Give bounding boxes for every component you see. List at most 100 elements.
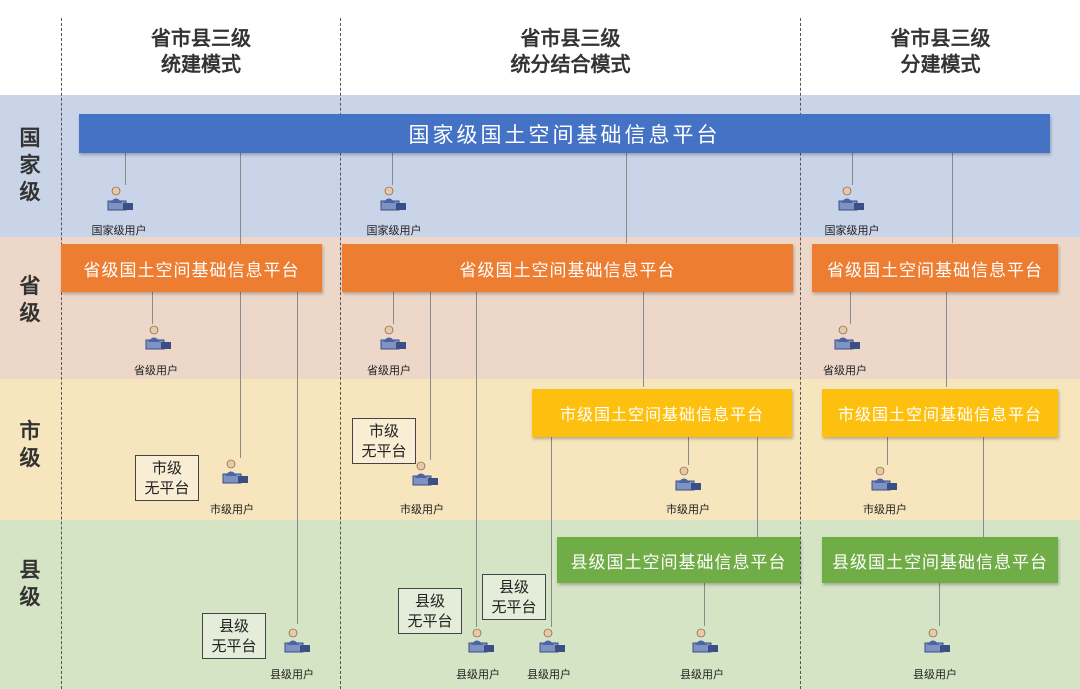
user-label: 国家级用户 — [824, 225, 880, 237]
user-label: 市级用户 — [666, 504, 710, 516]
no-platform-line: 县级 — [498, 580, 529, 596]
user-icon — [410, 460, 440, 488]
user-icon — [673, 465, 703, 493]
user-icon — [869, 465, 899, 493]
user-label: 县级用户 — [680, 669, 724, 681]
user-icon — [836, 185, 866, 213]
no-platform-box-county: 县级 无平台 — [482, 574, 546, 620]
user-label: 省级用户 — [823, 365, 867, 377]
province-platform-bar: 省级国土空间基础信息平台 — [812, 244, 1058, 292]
column-header-line: 统分结合模式 — [510, 54, 631, 76]
user-icon — [832, 324, 862, 352]
no-platform-box-city: 市级 无平台 — [135, 455, 199, 501]
level-label-char: 县 — [19, 559, 41, 582]
user-label: 县级用户 — [527, 669, 571, 681]
level-label-char: 国 — [19, 127, 41, 150]
level-label-national: 国 家 级 — [0, 125, 60, 206]
user-icon — [220, 458, 250, 486]
national-platform-bar: 国家级国土空间基础信息平台 — [79, 114, 1050, 153]
no-platform-line: 县级 — [218, 619, 249, 635]
user-icon — [466, 627, 496, 655]
connector-line — [643, 292, 644, 387]
column-divider — [340, 18, 341, 689]
no-platform-box-county: 县级 无平台 — [398, 588, 462, 634]
platform-label: 市级国土空间基础信息平台 — [837, 407, 1042, 424]
level-label-county: 县 级 — [0, 557, 60, 611]
platform-label: 国家级国土空间基础信息平台 — [408, 123, 721, 147]
user-label: 县级用户 — [456, 669, 500, 681]
user-label: 县级用户 — [913, 669, 957, 681]
no-platform-box-county: 县级 无平台 — [202, 613, 266, 659]
user-label: 国家级用户 — [366, 225, 422, 237]
no-platform-line: 无平台 — [144, 481, 190, 497]
province-platform-bar: 省级国土空间基础信息平台 — [342, 244, 793, 292]
level-label-city: 市 级 — [0, 418, 60, 472]
city-platform-bar: 市级国土空间基础信息平台 — [822, 389, 1058, 437]
level-label-char: 级 — [19, 447, 41, 470]
connector-line — [952, 153, 953, 243]
column-header-line: 省市县三级 — [890, 28, 991, 50]
user-label: 国家级用户 — [91, 225, 147, 237]
connector-line — [152, 292, 153, 324]
connector-line — [392, 153, 393, 185]
connector-line — [939, 583, 940, 626]
platform-label: 县级国土空间基础信息平台 — [832, 552, 1048, 572]
no-platform-line: 县级 — [414, 594, 445, 610]
connector-line — [983, 437, 984, 537]
connector-line — [393, 292, 394, 324]
city-platform-bar: 市级国土空间基础信息平台 — [532, 389, 792, 437]
level-label-char: 市 — [19, 420, 41, 443]
column-header-line: 省市县三级 — [520, 28, 621, 50]
user-label: 省级用户 — [134, 365, 178, 377]
platform-label: 市级国土空间基础信息平台 — [559, 407, 764, 424]
connector-line — [946, 292, 947, 387]
level-label-char: 级 — [19, 181, 41, 204]
level-label-char: 级 — [19, 586, 41, 609]
user-label: 省级用户 — [367, 365, 411, 377]
platform-label: 省级国土空间基础信息平台 — [83, 260, 300, 280]
no-platform-line: 无平台 — [361, 444, 407, 460]
no-platform-line: 市级 — [368, 424, 399, 440]
level-label-province: 省 级 — [0, 273, 60, 327]
column-header-line: 省市县三级 — [151, 28, 251, 50]
platform-label: 省级国土空间基础信息平台 — [827, 260, 1043, 280]
connector-line — [852, 153, 853, 185]
level-label-char: 级 — [19, 302, 41, 325]
connector-line — [688, 437, 689, 465]
user-icon — [537, 627, 567, 655]
connector-line — [430, 292, 431, 460]
platform-label: 省级国土空间基础信息平台 — [459, 260, 676, 280]
user-label: 市级用户 — [210, 504, 254, 516]
column-divider — [800, 18, 801, 689]
no-platform-line: 无平台 — [407, 614, 453, 630]
connector-line — [626, 153, 627, 243]
column-header-line: 分建模式 — [900, 54, 981, 76]
user-icon — [143, 324, 173, 352]
connector-line — [551, 437, 552, 627]
user-label: 市级用户 — [863, 504, 907, 516]
no-platform-line: 无平台 — [491, 600, 537, 616]
county-platform-bar: 县级国土空间基础信息平台 — [822, 537, 1058, 583]
column-header-combined: 省市县三级 统分结合模式 — [341, 26, 800, 78]
user-icon — [922, 627, 952, 655]
connector-line — [887, 437, 888, 465]
no-platform-box-city: 市级 无平台 — [352, 418, 416, 464]
user-icon — [378, 185, 408, 213]
no-platform-line: 无平台 — [211, 639, 257, 655]
column-divider — [61, 18, 62, 689]
connector-line — [476, 292, 477, 627]
connector-line — [757, 437, 758, 537]
province-platform-bar: 省级国土空间基础信息平台 — [61, 244, 322, 292]
connector-line — [297, 292, 298, 624]
level-label-char: 家 — [19, 154, 41, 177]
user-icon — [282, 627, 312, 655]
level-label-char: 省 — [19, 275, 41, 298]
column-header-line: 统建模式 — [161, 54, 241, 76]
connector-line — [240, 153, 241, 458]
column-header-unified: 省市县三级 统建模式 — [62, 26, 340, 78]
user-label: 市级用户 — [400, 504, 444, 516]
user-icon — [105, 185, 135, 213]
county-platform-bar: 县级国土空间基础信息平台 — [557, 537, 800, 583]
user-label: 县级用户 — [270, 669, 314, 681]
user-icon — [690, 627, 720, 655]
